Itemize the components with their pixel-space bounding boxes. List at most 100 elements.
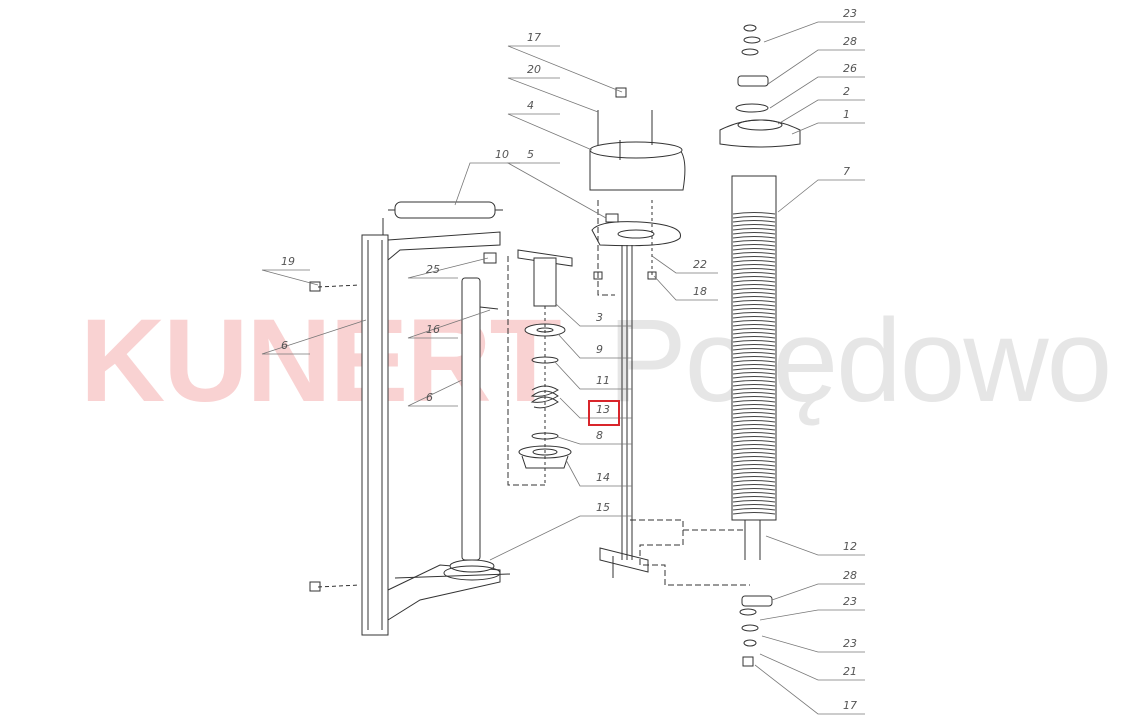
leader-line — [407, 379, 463, 407]
auger-coil — [732, 512, 776, 515]
auger-coil — [732, 476, 776, 479]
leader-line — [767, 49, 865, 85]
callout-label: 23 — [843, 7, 857, 20]
auger-coil — [732, 356, 776, 359]
auger-coil — [732, 352, 776, 355]
auger-coil — [732, 416, 776, 419]
leader-line — [454, 162, 520, 206]
auger-coil — [732, 324, 776, 327]
auger-coil — [732, 348, 776, 351]
leader-line — [759, 609, 865, 621]
leader-line — [759, 653, 865, 681]
leader-line — [507, 113, 593, 151]
auger-coil — [732, 320, 776, 323]
auger-coil — [732, 456, 776, 459]
auger-coil — [732, 224, 776, 227]
leader-line — [763, 21, 865, 43]
callout-label: 17 — [527, 31, 541, 44]
auger-coil — [732, 400, 776, 403]
auger-coil — [732, 492, 776, 495]
auger-coil — [732, 484, 776, 487]
auger-coil — [732, 308, 776, 311]
callout-label: 26 — [843, 62, 857, 75]
leader-line — [555, 303, 632, 327]
callout-label: 11 — [596, 374, 610, 387]
top-housing — [589, 87, 750, 586]
callout-label: 15 — [596, 501, 610, 514]
leader-line — [651, 255, 718, 274]
auger-coil — [732, 264, 776, 267]
leader-line — [407, 309, 491, 339]
auger-coil — [732, 388, 776, 391]
leader-line — [769, 76, 865, 109]
auger-coil — [732, 212, 776, 215]
auger-coil — [732, 332, 776, 335]
auger-coil — [732, 284, 776, 287]
auger-coil — [732, 328, 776, 331]
auger-coil — [732, 384, 776, 387]
auger-coil — [732, 472, 776, 475]
auger-coil — [732, 216, 776, 219]
callout-label: 18 — [693, 285, 707, 298]
auger-coil — [732, 228, 776, 231]
watermark-brand: KUNERT — [80, 295, 562, 427]
auger-coil — [732, 460, 776, 463]
auger-coil — [732, 412, 776, 415]
auger-coil — [732, 436, 776, 439]
spring-stack — [507, 249, 573, 486]
auger-coil — [732, 256, 776, 259]
auger-coil — [732, 236, 776, 239]
frame-column — [309, 201, 503, 636]
auger-coil — [732, 452, 776, 455]
leader-line — [761, 635, 865, 653]
auger-coil — [732, 448, 776, 451]
leader-line — [791, 122, 865, 135]
leader-line — [507, 45, 623, 93]
leader-line — [261, 269, 319, 286]
leader-line — [777, 99, 865, 125]
callout-label: 19 — [281, 255, 295, 268]
auger-coil — [732, 300, 776, 303]
leader-line — [771, 583, 865, 601]
callout-label: 25 — [426, 263, 440, 276]
auger-coil — [732, 420, 776, 423]
auger-coil — [732, 432, 776, 435]
auger-coil — [732, 408, 776, 411]
callout-label: 20 — [527, 63, 541, 76]
watermark-place: Polędowo — [608, 295, 1112, 427]
callout-label: 6 — [426, 391, 433, 404]
leader-line — [765, 535, 865, 556]
auger-coil — [732, 260, 776, 263]
auger-coil — [732, 392, 776, 395]
auger-coil — [732, 468, 776, 471]
callout-label: 28 — [843, 569, 857, 582]
auger-coil — [732, 360, 776, 363]
auger-coil — [732, 504, 776, 507]
auger-coil — [732, 296, 776, 299]
leader-line — [653, 275, 718, 301]
leader-line — [565, 459, 632, 487]
auger-coil — [732, 496, 776, 499]
auger-coil — [732, 488, 776, 491]
auger-coil — [732, 424, 776, 427]
callout-label: 12 — [843, 540, 857, 553]
auger-coil — [732, 292, 776, 295]
auger-coil — [732, 368, 776, 371]
auger-coil — [732, 268, 776, 271]
auger-coil — [732, 244, 776, 247]
auger-coil — [732, 440, 776, 443]
auger-coil — [732, 464, 776, 467]
auger-coil — [732, 364, 776, 367]
auger-coil — [732, 372, 776, 375]
auger-coil — [732, 380, 776, 383]
callout-label: 3 — [596, 311, 603, 324]
auger-coil — [732, 248, 776, 251]
leader-line — [777, 179, 865, 213]
auger-coil — [732, 252, 776, 255]
callout-label: 17 — [843, 699, 857, 712]
auger-coil — [732, 344, 776, 347]
callout-label: 2 — [843, 85, 850, 98]
leader-line — [557, 333, 632, 359]
callout-label: 8 — [596, 429, 603, 442]
auger-coil — [732, 428, 776, 431]
